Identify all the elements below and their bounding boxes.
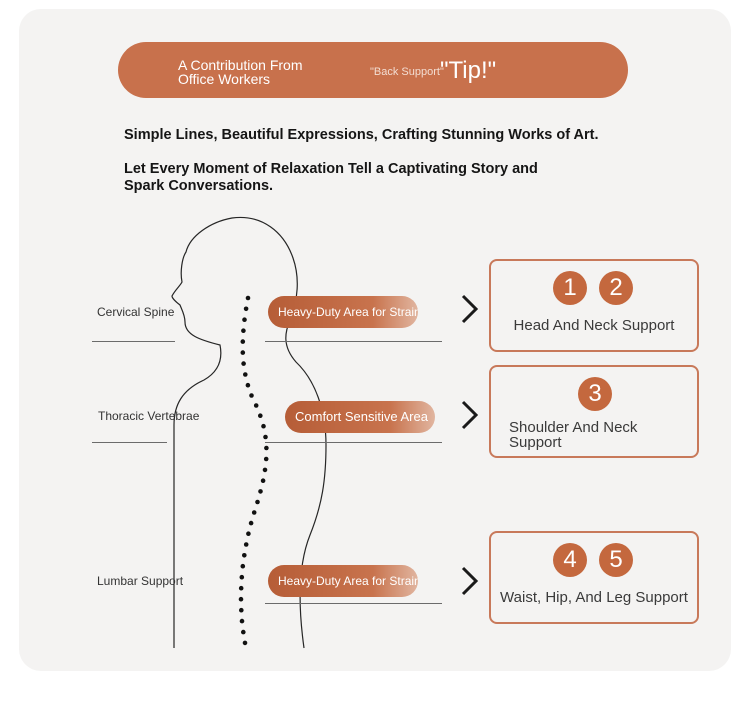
spine-dot xyxy=(242,317,247,323)
spine-dot xyxy=(240,350,246,355)
spine-dot xyxy=(258,413,263,419)
spine-dot xyxy=(248,520,254,526)
spine-dot xyxy=(238,596,244,602)
number-badge: 4 xyxy=(553,543,587,577)
banner-line-2: Office Workers xyxy=(178,71,271,87)
spine-dot xyxy=(246,531,251,536)
spine-dot xyxy=(238,585,244,591)
chevron-right-icon xyxy=(461,400,479,430)
spine-dot xyxy=(260,478,266,484)
spine-dot xyxy=(243,306,249,312)
number-badge: 5 xyxy=(599,543,633,577)
spine-dot xyxy=(249,393,254,398)
spine-dot xyxy=(245,295,251,301)
banner-tip: "Tip!" xyxy=(440,57,497,84)
zone-label-thoracic: Thoracic Vertebrae xyxy=(98,409,200,423)
number-badge: 3 xyxy=(578,377,612,411)
number-badge: 2 xyxy=(599,271,633,305)
card-label: Waist, Hip, And Leg Support xyxy=(500,589,688,606)
banner-contribution-text: A Contribution From Office Workers xyxy=(178,58,338,86)
title-banner: A Contribution From Office Workers "Back… xyxy=(118,42,628,98)
spine-dot xyxy=(245,382,251,388)
spine-dot xyxy=(239,618,245,624)
banner-subtitle: "Back Support" xyxy=(370,66,444,78)
zone-pill-lumbar: Heavy-Duty Area for Strain Relief xyxy=(268,565,418,597)
dotted-spine-icon xyxy=(238,295,269,646)
card-label: Shoulder And Neck Support xyxy=(509,419,638,451)
spine-dot xyxy=(258,489,263,494)
zone-pill-thoracic: Comfort Sensitive Area xyxy=(285,401,435,433)
support-card-shoulder-neck: 3 Shoulder And Neck Support xyxy=(489,365,699,458)
divider-cervical-left xyxy=(92,341,175,342)
silhouette-outline xyxy=(171,216,327,649)
spine-dot xyxy=(240,339,246,344)
spine-dot xyxy=(243,372,248,377)
spine-dot xyxy=(239,574,245,580)
zone-label-cervical: Cervical Spine xyxy=(97,305,175,319)
divider-thoracic-right xyxy=(265,442,442,443)
spine-dot xyxy=(263,434,268,440)
intro-line-1: Simple Lines, Beautiful Expressions, Cra… xyxy=(124,127,599,143)
spine-dot xyxy=(251,510,257,515)
spine-dot xyxy=(263,456,269,462)
spine-dot xyxy=(255,499,260,505)
divider-cervical-right xyxy=(265,341,442,342)
spine-dot xyxy=(241,629,246,635)
spine-dot xyxy=(253,403,259,408)
zone-label-lumbar: Lumbar Support xyxy=(97,574,184,588)
spine-dot xyxy=(241,328,246,334)
spine-dot xyxy=(262,467,268,473)
spine-dot xyxy=(241,361,246,366)
number-badge: 1 xyxy=(553,271,587,305)
intro-line-2: Let Every Moment of Relaxation Tell a Ca… xyxy=(124,161,538,194)
spine-dot xyxy=(261,423,266,429)
divider-lumbar-right xyxy=(265,603,442,604)
card-label: Head And Neck Support xyxy=(513,317,675,334)
spine-dot xyxy=(240,563,246,569)
spine-dot xyxy=(264,445,269,451)
chevron-right-icon xyxy=(461,294,479,324)
spine-dot xyxy=(242,640,248,646)
banner-line-1: A Contribution From xyxy=(178,57,303,73)
divider-thoracic-left xyxy=(92,442,167,443)
spine-dot xyxy=(239,607,244,613)
spine-dot xyxy=(243,542,249,547)
chevron-right-icon xyxy=(461,566,479,596)
zone-pill-cervical: Heavy-Duty Area for Strain Relief xyxy=(268,296,418,328)
spine-dot xyxy=(242,553,247,558)
support-card-head-neck: 1 2 Head And Neck Support xyxy=(489,259,699,352)
support-card-waist-hip-leg: 4 5 Waist, Hip, And Leg Support xyxy=(489,531,699,624)
